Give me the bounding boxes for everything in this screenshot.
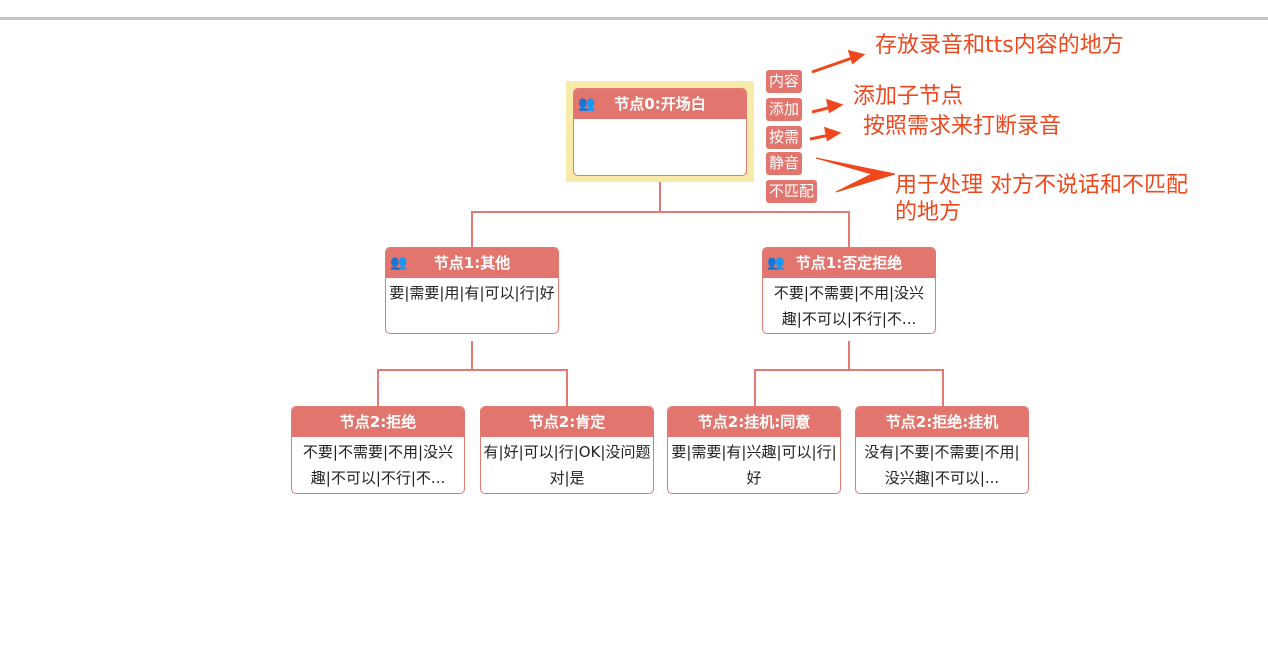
connector xyxy=(377,369,568,371)
connector xyxy=(848,341,850,371)
connector xyxy=(754,369,944,371)
annotation-ondemand: 按照需求来打断录音 xyxy=(863,114,1062,139)
silence-button[interactable]: 静音 xyxy=(766,152,803,175)
content-button[interactable]: 内容 xyxy=(766,70,803,93)
node-level2[interactable]: 节点2:肯定 有|好|可以|行|OK|没问题对|是 xyxy=(480,406,654,494)
annotation-content: 存放录音和tts内容的地方 xyxy=(875,33,1124,58)
node-level2[interactable]: 节点2:挂机:同意 要|需要|有|兴趣|可以|行|好 xyxy=(667,406,841,494)
node-content: 不要|不需要|不用|没兴趣|不可以|不行|不... xyxy=(302,443,454,487)
node-level1-other[interactable]: 👥 节点1:其他 要|需要|用|有|可以|行|好 xyxy=(385,247,559,334)
node-content: 要|需要|有|兴趣|可以|行|好 xyxy=(671,443,837,487)
connector xyxy=(471,211,473,247)
users-icon: 👥 xyxy=(390,255,408,271)
annotation-silence: 用于处理 对方不说话和不匹配 xyxy=(895,173,1188,198)
node-content: 要|需要|用|有|可以|行|好 xyxy=(389,284,555,302)
nomatch-button[interactable]: 不匹配 xyxy=(766,180,818,203)
connector xyxy=(566,369,568,406)
node-title: 节点2:肯定 xyxy=(528,413,606,431)
node-title: 节点1:否定拒绝 xyxy=(795,254,903,272)
node-level2[interactable]: 节点2:拒绝:挂机 没有|不要|不需要|不用|没兴趣|不可以|... xyxy=(855,406,1029,494)
ondemand-button[interactable]: 按需 xyxy=(766,126,803,149)
node-level1-reject[interactable]: 👥 节点1:否定拒绝 不要|不需要|不用|没兴趣|不可以|不行|不... xyxy=(762,247,936,334)
connector xyxy=(471,211,850,213)
connector xyxy=(471,341,473,371)
connector xyxy=(659,182,661,212)
add-button[interactable]: 添加 xyxy=(766,98,803,121)
node-content: 有|好|可以|行|OK|没问题对|是 xyxy=(483,443,651,487)
users-icon: 👥 xyxy=(578,96,596,112)
node-content: 没有|不要|不需要|不用|没兴趣|不可以|... xyxy=(864,443,1020,487)
connector xyxy=(848,211,850,247)
node-root[interactable]: 👥 节点0:开场白 xyxy=(573,88,747,176)
node-title: 节点2:拒绝 xyxy=(339,413,417,431)
connector xyxy=(942,369,944,406)
node-content: 不要|不需要|不用|没兴趣|不可以|不行|不... xyxy=(773,284,925,328)
node-title: 节点1:其他 xyxy=(433,254,511,272)
annotation-add: 添加子节点 xyxy=(853,84,964,109)
annotation-silence-cont: 的地方 xyxy=(895,200,962,225)
node-title: 节点2:拒绝:挂机 xyxy=(885,413,999,431)
node-title: 节点0:开场白 xyxy=(614,95,706,113)
node-title: 节点2:挂机:同意 xyxy=(697,413,811,431)
users-icon: 👥 xyxy=(767,255,785,271)
top-divider xyxy=(0,17,1268,20)
node-level2[interactable]: 节点2:拒绝 不要|不需要|不用|没兴趣|不可以|不行|不... xyxy=(291,406,465,494)
connector xyxy=(754,369,756,406)
connector xyxy=(377,369,379,406)
